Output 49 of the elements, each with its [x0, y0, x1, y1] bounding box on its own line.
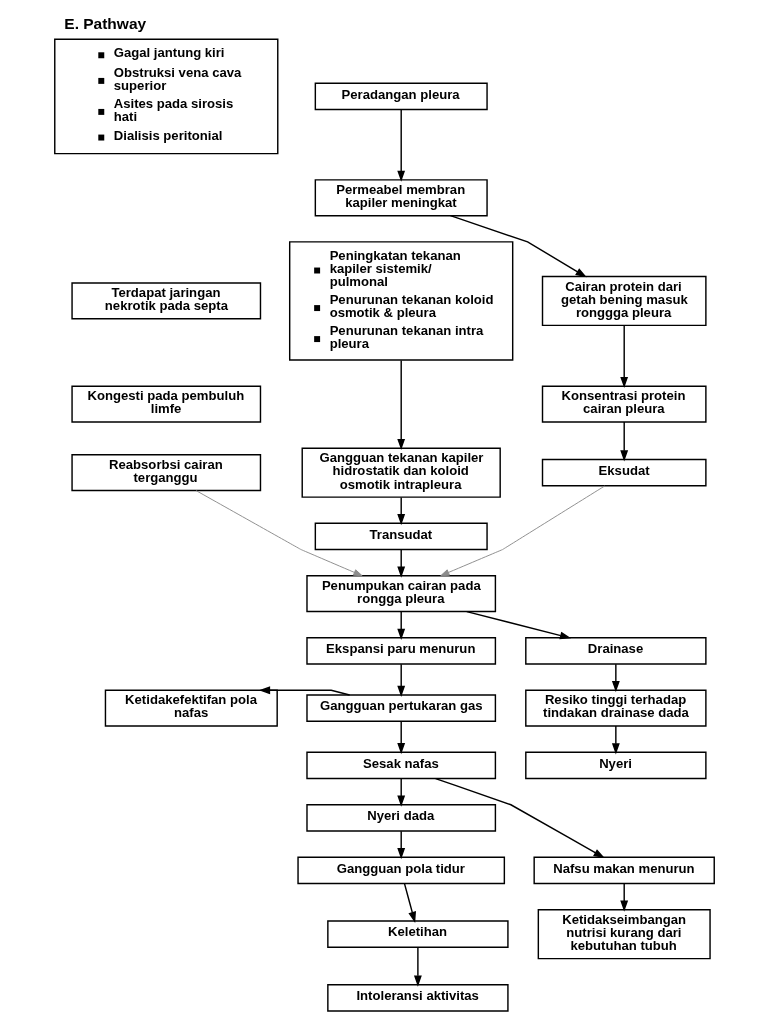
- arrow: [396, 778, 405, 807]
- node-box: Peningkatan tekanan kapiler sistemik/ pulmonal Penurunan tekanan koloid osmotik & pleura Penurunan tekanan intra pleura: [288, 241, 513, 361]
- arrow: [396, 830, 405, 860]
- arrow: [396, 720, 405, 755]
- node-box: Terdapat jaringan nekrotik pada septa: [70, 282, 261, 320]
- arrow: [449, 214, 587, 278]
- node-box: Penumpukan cairan pada rongga pleura: [305, 575, 496, 613]
- node-box: Permeabel membran kapiler meningkat: [314, 179, 488, 217]
- arrow: [465, 610, 571, 640]
- node-box: Sesak nafas: [305, 751, 496, 780]
- arrow: [195, 490, 363, 577]
- arrow: [619, 882, 628, 912]
- node-box: Peradangan pleura: [314, 82, 488, 111]
- arrow: [396, 610, 405, 640]
- node-box: Drainase: [524, 637, 707, 665]
- arrow: [611, 725, 620, 755]
- node-box: Transudat: [314, 522, 488, 551]
- node-box: Ekspansi paru menurun: [305, 637, 496, 665]
- arrow: [396, 549, 405, 578]
- node-box: Gangguan pola tidur: [296, 856, 505, 885]
- node-box: Eksudat: [541, 458, 707, 487]
- arrow: [619, 324, 628, 389]
- node-box: Nyeri dada: [305, 804, 496, 832]
- node-box: Nyeri: [524, 751, 707, 780]
- arrow: [396, 496, 405, 526]
- arrow: [258, 686, 350, 696]
- arrow: [396, 663, 405, 697]
- node-box: Intoleransi aktivitas: [326, 984, 509, 1012]
- node-box: Nafsu makan menurun: [532, 856, 715, 885]
- node-box: Ketidakseimbangan nutrisi kurang dari kebutuhan tubuh: [537, 909, 711, 960]
- arrow: [413, 946, 422, 987]
- diagram-title: E. Pathway: [63, 14, 146, 32]
- node-box: Kongesti pada pembuluh limfe: [70, 385, 261, 423]
- node-box: Gangguan tekanan kapiler hidrostatik dan koloid osmotik intrapleura: [301, 447, 501, 498]
- node-box: Gangguan pertukaran gas: [305, 694, 496, 722]
- node-box: Konsentrasi protein cairan pleura: [541, 385, 707, 423]
- arrow: [396, 359, 405, 451]
- arrow: [611, 663, 620, 693]
- arrow: [396, 109, 405, 182]
- arrow: [403, 882, 416, 923]
- node-box: Resiko tinggi terhadap tindakan drainase dada: [524, 689, 707, 727]
- node-box: Gagal jantung kiri Obstruksi vena cava superior Asites pada sirosis hati Dialisis peritonial: [53, 38, 278, 155]
- node-box: Cairan protein dari getah bening masuk ronggga pleura: [541, 275, 707, 327]
- arrow: [439, 485, 605, 577]
- arrow: [619, 421, 628, 462]
- node-box: Keletihan: [326, 920, 509, 948]
- node-box: Reabsorbsi cairan terganggu: [70, 454, 261, 492]
- node-box: Ketidakefektifan pola nafas: [104, 689, 278, 727]
- arrow: [434, 777, 605, 859]
